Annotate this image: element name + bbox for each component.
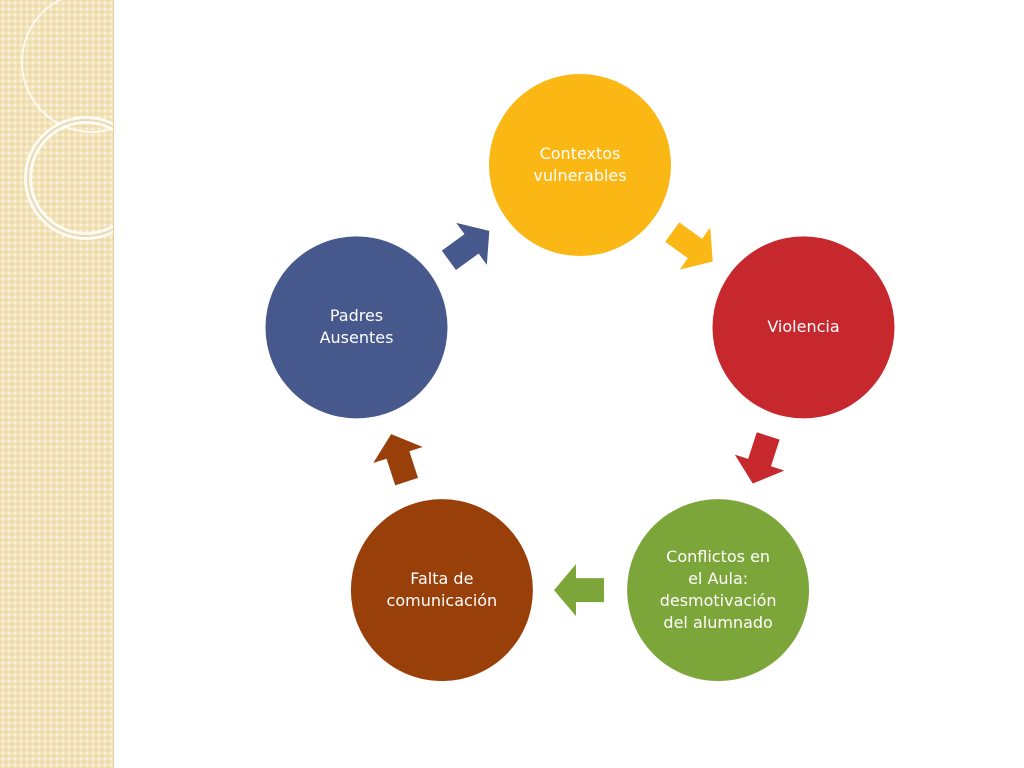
node-circle-violencia	[712, 236, 895, 419]
arrow-padres-to-contextos	[441, 222, 490, 271]
arrow-shape	[373, 434, 423, 486]
arrow-shape	[734, 432, 785, 484]
node-circle-padres	[265, 236, 448, 419]
decorative-rings-icon	[21, 0, 113, 240]
node-circle-conflictos	[627, 499, 810, 682]
node-circle-contextos	[489, 74, 671, 256]
arrow-shape	[554, 564, 604, 617]
decorative-sidebar	[0, 0, 114, 768]
arrow-falta-to-padres	[373, 434, 423, 486]
arrow-shape	[441, 222, 490, 271]
arrow-conflictos-to-falta	[554, 564, 604, 617]
arrow-shape	[665, 222, 713, 270]
arrow-contextos-to-violencia	[665, 222, 713, 270]
node-circle-falta	[350, 499, 533, 682]
arrow-violencia-to-conflictos	[734, 432, 785, 484]
